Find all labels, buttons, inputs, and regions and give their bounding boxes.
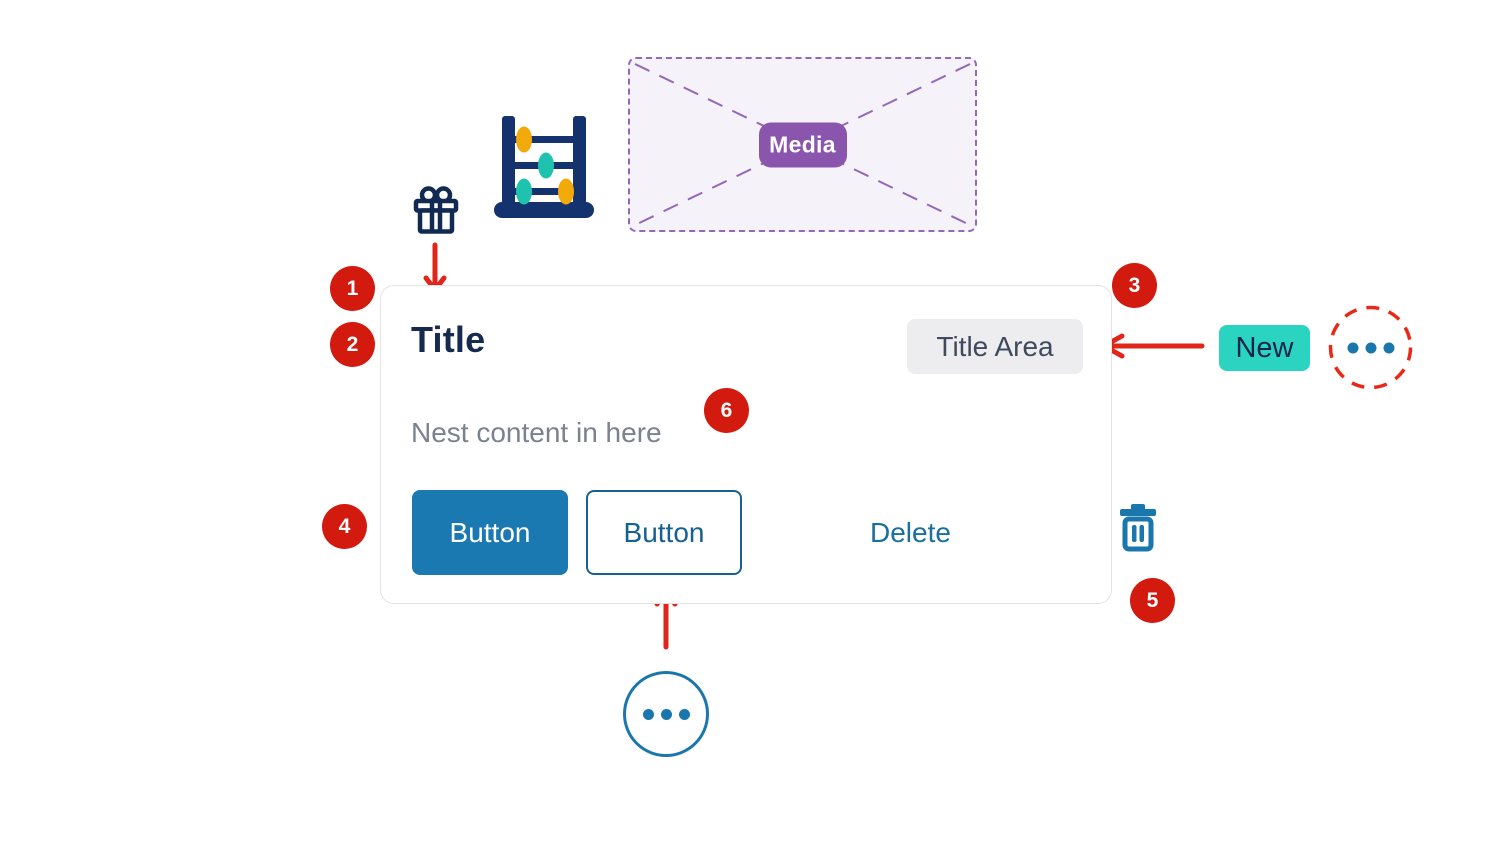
ellipsis-dot	[642, 708, 654, 720]
ellipsis-icon	[642, 708, 690, 720]
ellipsis-dot	[678, 708, 690, 720]
delete-link[interactable]: Delete	[870, 517, 951, 548]
annotation-badge-6: 6	[704, 388, 749, 433]
annotation-badge-1: 1	[330, 266, 375, 311]
annotation-badge-3: 3	[1112, 263, 1157, 308]
more-options-dashed-circle[interactable]	[1327, 304, 1414, 391]
trash-icon[interactable]	[1120, 504, 1156, 552]
title-area-chip: Title Area	[907, 319, 1083, 374]
arrow-left-to-title-area-icon	[1101, 333, 1205, 359]
annotation-badge-4: 4	[322, 504, 367, 549]
ellipsis-dot	[1347, 342, 1358, 353]
title-area-label: Title Area	[936, 330, 1054, 362]
ellipsis-dot	[660, 708, 672, 720]
annotation-badge-5: 5	[1130, 578, 1175, 623]
ellipsis-dot	[1365, 342, 1376, 353]
primary-button[interactable]: Button	[412, 490, 568, 575]
component-card: Title Title Area Nest content in here Bu…	[380, 285, 1112, 604]
gift-icon	[413, 186, 459, 236]
new-badge: New	[1219, 325, 1310, 371]
card-title: Title	[411, 319, 486, 360]
ellipsis-icon	[1347, 342, 1394, 353]
dashed-circle-outline-icon	[1328, 305, 1413, 390]
abacus-icon	[494, 114, 594, 218]
card-body-text: Nest content in here	[411, 417, 662, 448]
more-options-button[interactable]	[623, 671, 709, 757]
media-label-badge: Media	[758, 122, 847, 167]
ellipsis-dot	[1383, 342, 1394, 353]
media-crossed-lines-icon	[634, 63, 971, 226]
new-badge-label: New	[1235, 331, 1294, 364]
secondary-button[interactable]: Button	[586, 490, 742, 575]
media-placeholder: Media	[628, 57, 977, 232]
annotation-badge-2: 2	[330, 322, 375, 367]
media-label: Media	[769, 131, 836, 157]
